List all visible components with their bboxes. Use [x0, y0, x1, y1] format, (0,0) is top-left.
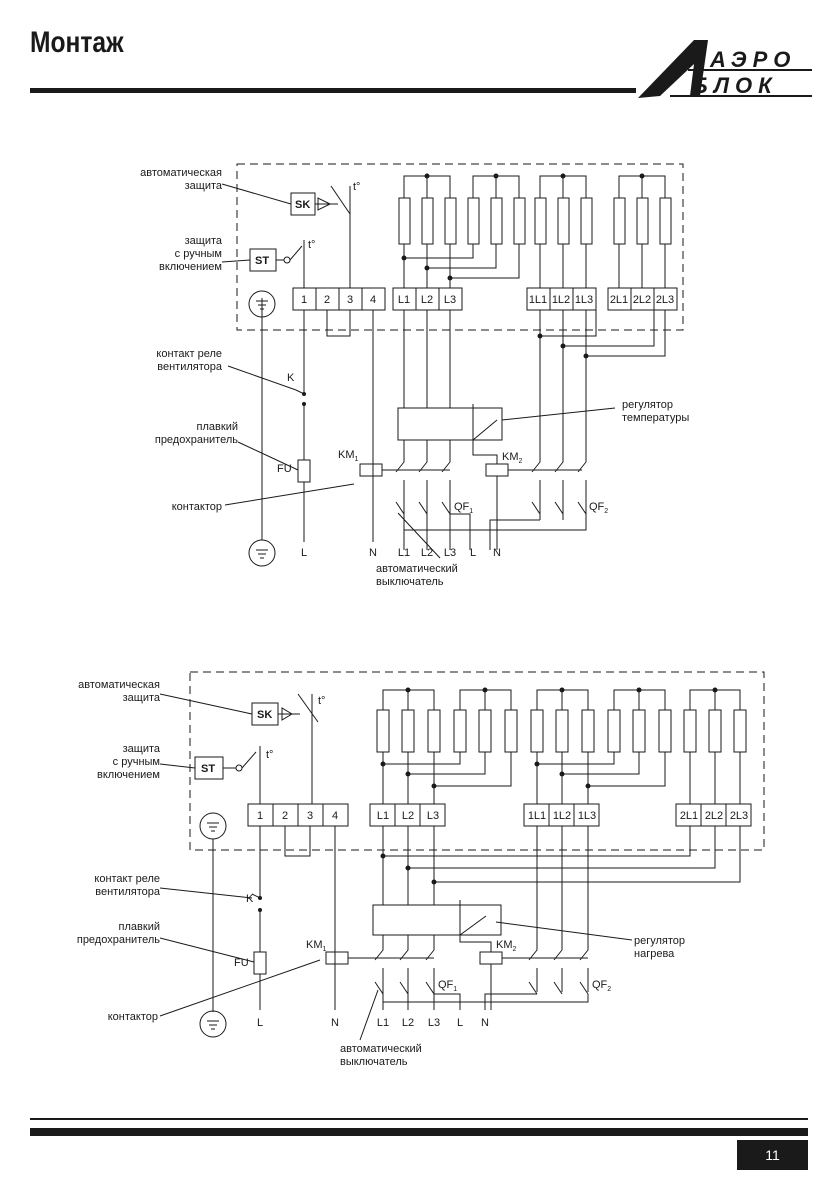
component-temp-1: t° — [318, 695, 325, 707]
component-k: K — [246, 893, 254, 905]
component-qf2: QF2 — [592, 979, 611, 993]
component-fu: FU — [277, 463, 292, 475]
component-qf1: QF1 — [454, 501, 473, 515]
terminal: 4 — [332, 810, 338, 822]
terminal: L1 — [377, 810, 389, 822]
component-temp-1: t° — [353, 181, 360, 193]
terminal: 1 — [257, 810, 263, 822]
component-k: K — [287, 372, 295, 384]
bottom-terminal: L2 — [421, 547, 433, 559]
terminal: 1L3 — [578, 810, 596, 822]
component-temp-2: t° — [266, 749, 273, 761]
terminal: 1L1 — [529, 294, 547, 306]
terminal: 2L1 — [610, 294, 628, 306]
terminal: 2L2 — [633, 294, 651, 306]
terminal: L2 — [402, 810, 414, 822]
component-qf2: QF2 — [589, 501, 608, 515]
bottom-terminal: L — [470, 547, 476, 559]
header-rule — [30, 88, 636, 93]
terminal: L2 — [421, 294, 433, 306]
bottom-terminal: L2 — [402, 1017, 414, 1029]
bottom-terminal: N — [481, 1017, 489, 1029]
terminal: 1L3 — [575, 294, 593, 306]
terminal: 4 — [370, 294, 376, 306]
terminal: 1L1 — [528, 810, 546, 822]
footer-rule-thin — [30, 1118, 808, 1120]
terminal: 2L3 — [730, 810, 748, 822]
component-km1: KM1 — [306, 939, 327, 953]
bottom-terminal: N — [369, 547, 377, 559]
aeroblock-logo: АЭРО БЛОК — [638, 40, 812, 98]
terminal: 2L1 — [680, 810, 698, 822]
footer-rule-thick — [30, 1128, 808, 1136]
bottom-terminal: L3 — [444, 547, 456, 559]
label-contactor: контактор — [108, 1011, 158, 1023]
logo-triangle — [638, 40, 708, 98]
component-qf1: QF1 — [438, 979, 457, 993]
terminal: 1L2 — [553, 810, 571, 822]
terminal: 1L2 — [552, 294, 570, 306]
bottom-terminal: L — [257, 1017, 263, 1029]
bottom-terminal: L1 — [398, 547, 410, 559]
component-km1: KM1 — [338, 449, 359, 463]
component-st: ST — [255, 255, 269, 267]
bottom-terminal: L — [301, 547, 307, 559]
bottom-terminal: L1 — [377, 1017, 389, 1029]
terminal: L3 — [427, 810, 439, 822]
logo-line1: АЭРО — [709, 47, 796, 72]
page-number: 11 — [737, 1140, 808, 1170]
component-temp-2: t° — [308, 239, 315, 251]
terminal: 2 — [324, 294, 330, 306]
label-contactor: контактор — [172, 501, 222, 513]
bottom-terminal: L3 — [428, 1017, 440, 1029]
terminal: 2L2 — [705, 810, 723, 822]
terminal: L1 — [398, 294, 410, 306]
component-st: ST — [201, 763, 215, 775]
component-sk: SK — [295, 199, 310, 211]
terminal: 3 — [347, 294, 353, 306]
terminal: 3 — [307, 810, 313, 822]
bottom-terminal: N — [331, 1017, 339, 1029]
component-km2: KM2 — [496, 939, 517, 953]
terminal: 2 — [282, 810, 288, 822]
component-km2: KM2 — [502, 451, 523, 465]
terminal: 2L3 — [656, 294, 674, 306]
bottom-terminal: L — [457, 1017, 463, 1029]
bottom-terminal: N — [493, 547, 501, 559]
page-title: Монтаж — [30, 26, 124, 59]
component-sk: SK — [257, 709, 272, 721]
logo-line2: БЛОК — [692, 73, 778, 98]
terminal: L3 — [444, 294, 456, 306]
terminal: 1 — [301, 294, 307, 306]
component-fu: FU — [234, 957, 249, 969]
